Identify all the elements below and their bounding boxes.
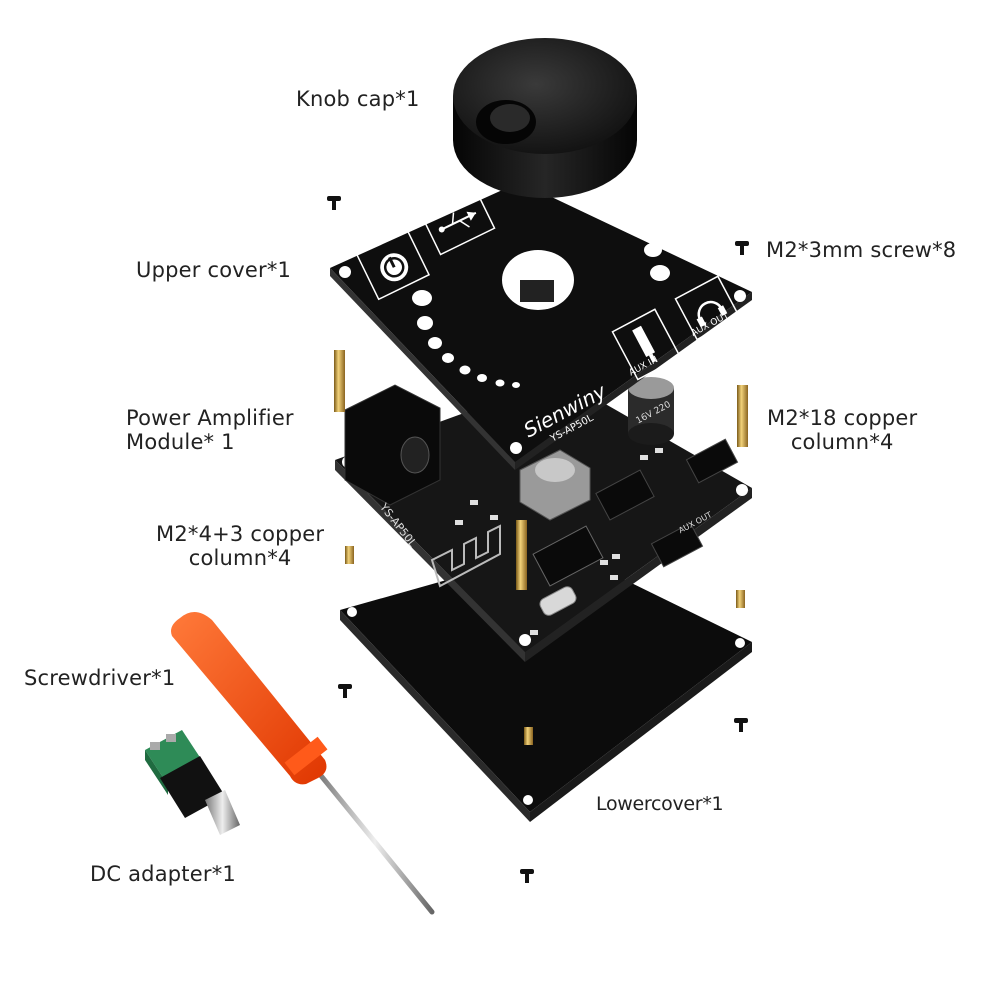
dc-adapter bbox=[145, 730, 240, 835]
aux-jack-icon bbox=[611, 308, 682, 381]
screw-icon bbox=[327, 196, 749, 883]
capacitor: 16V 220 bbox=[628, 377, 674, 445]
label-upper-cover: Upper cover*1 bbox=[136, 258, 292, 282]
knob-cap bbox=[453, 38, 637, 198]
label-screwdriver: Screwdriver*1 bbox=[24, 666, 176, 690]
amplifier-chip bbox=[532, 525, 604, 587]
ic-chip bbox=[595, 469, 655, 521]
crystal-oscillator bbox=[539, 586, 577, 616]
label-copper-4-3-line2: column*4 bbox=[188, 546, 292, 570]
label-power-module-line1: Power Amplifier bbox=[126, 406, 294, 430]
label-screw: M2*3mm screw*8 bbox=[766, 238, 957, 262]
label-copper-4-3: M2*4+3 copper column*4 bbox=[156, 522, 324, 570]
smd-components bbox=[455, 448, 663, 635]
label-knob-cap: Knob cap*1 bbox=[296, 87, 420, 111]
dc-jack bbox=[344, 384, 441, 506]
copper-column-long bbox=[516, 520, 527, 590]
headphone-icon bbox=[674, 275, 741, 341]
screwdriver bbox=[171, 611, 435, 915]
usb-icon bbox=[420, 187, 496, 256]
power-icon bbox=[355, 228, 431, 301]
power-amplifier-module: 16V 220 YS-AP50L AUX OUT bbox=[335, 377, 752, 662]
label-lower-cover: Lowercover*1 bbox=[596, 793, 724, 815]
label-copper-18-line1: M2*18 copper bbox=[767, 406, 918, 430]
potentiometer bbox=[519, 449, 591, 521]
aux-jack-out bbox=[685, 438, 739, 484]
aux-jack-in bbox=[650, 522, 704, 568]
upper-cover: DC:12-24V USB IN AUX OUT AUX IN Sienwiny bbox=[330, 181, 752, 470]
label-copper-4-3-line1: M2*4+3 copper bbox=[156, 522, 325, 546]
label-power-module: Power Amplifier Module* 1 bbox=[126, 406, 294, 454]
copper-column-long bbox=[737, 385, 748, 447]
label-copper-18: M2*18 copper column*4 bbox=[767, 406, 917, 454]
label-power-module-line2: Module* 1 bbox=[126, 430, 235, 454]
bluetooth-antenna bbox=[430, 524, 501, 588]
potentiometer-terminal bbox=[520, 280, 554, 302]
usb-in-print: USB IN bbox=[441, 181, 477, 206]
copper-column-short bbox=[345, 546, 745, 745]
label-dc-adapter: DC adapter*1 bbox=[90, 862, 236, 886]
lower-cover bbox=[340, 548, 752, 822]
led-ring bbox=[412, 195, 670, 388]
copper-column-long bbox=[334, 350, 345, 412]
label-copper-18-line2: column*4 bbox=[790, 430, 894, 454]
